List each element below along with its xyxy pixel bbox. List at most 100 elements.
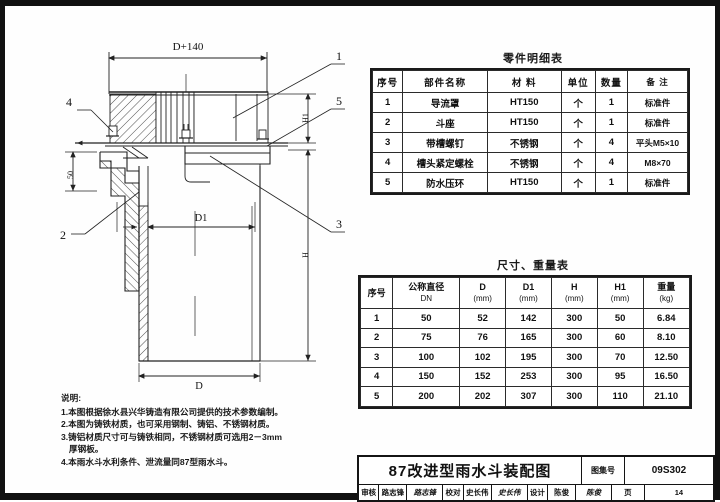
dims-cell-dn: 100 (392, 347, 461, 368)
dims-cell-h: 300 (550, 327, 598, 348)
dims-cell-no: 4 (359, 366, 394, 387)
dims-header-dn: 公称直径 DN (392, 277, 461, 309)
dims-cell-d: 52 (459, 308, 507, 329)
dims-cell-h1: 110 (596, 386, 644, 407)
design-name: 陈俊 (548, 485, 577, 500)
design-role-label: 设计 (528, 485, 549, 500)
table-row: 3 带槽螺钉 不锈钢 个 4 平头M5×10 (371, 132, 688, 153)
table-row: 5 防水压环 HT150 个 1 标准件 (371, 172, 688, 193)
dims-cell-no: 1 (359, 308, 394, 329)
parts-header-no: 序号 (371, 70, 404, 93)
dims-cell-h1: 95 (596, 366, 644, 387)
parts-cell-no: 1 (371, 92, 404, 113)
notes-heading: 说明: (61, 393, 82, 403)
parts-cell-name: 斗座 (402, 112, 488, 133)
dims-cell-h: 300 (550, 386, 598, 407)
parts-cell-remark: 标准件 (627, 112, 688, 133)
parts-cell-no: 3 (371, 132, 404, 153)
parts-cell-unit: 个 (560, 92, 596, 113)
dims-cell-d: 202 (459, 386, 507, 407)
parts-cell-qty: 1 (594, 112, 629, 133)
dims-cell-dn: 50 (392, 308, 461, 329)
parts-table-frame: 序号 部件名称 材 料 单位 数量 备 注 1 导流罩 HT150 个 1 标准… (370, 68, 690, 195)
parts-cell-unit: 个 (560, 172, 596, 193)
parts-cell-mat: 不锈钢 (486, 152, 562, 173)
title-block-signature-row: 审核 路志锋 路志锋 校对 史长伟 史长伟 设计 陈俊 陈俊 页 14 (359, 484, 713, 500)
check-role-label: 校对 (443, 485, 464, 500)
parts-cell-qty: 1 (594, 92, 629, 113)
dims-cell-dn: 75 (392, 327, 461, 348)
dims-cell-weight: 21.10 (642, 386, 691, 407)
parts-header-name: 部件名称 (402, 70, 488, 93)
dims-cell-d1: 142 (505, 308, 552, 329)
dim-label-d1: D1 (195, 213, 208, 224)
table-row: 3 100 102 195 300 70 12.50 (359, 347, 691, 368)
dims-cell-no: 5 (359, 386, 394, 407)
parts-cell-no: 5 (371, 172, 404, 193)
dims-header-weight: 重量 (kg) (642, 277, 691, 309)
parts-cell-mat: HT150 (486, 172, 562, 193)
parts-cell-no: 4 (371, 152, 404, 173)
dims-cell-h: 300 (550, 308, 598, 329)
dimension-d-plus-140 (108, 52, 268, 94)
note-item-4: 4.本雨水斗水利条件、泄流量同87型雨水斗。 (61, 456, 233, 467)
dims-cell-d1: 165 (505, 327, 552, 348)
page-number: 14 (674, 488, 684, 497)
parts-header-material: 材 料 (486, 70, 562, 93)
parts-cell-qty: 1 (594, 172, 629, 193)
table-row: 5 200 202 307 300 110 21.10 (359, 386, 691, 407)
parts-table: 序号 部件名称 材 料 单位 数量 备 注 1 导流罩 HT150 个 1 标准… (371, 70, 688, 193)
parts-cell-unit: 个 (560, 112, 596, 133)
dims-cell-d: 102 (459, 347, 507, 368)
design-signature: 陈俊 (576, 485, 613, 500)
table-row: 4 150 152 253 300 95 16.50 (359, 366, 691, 387)
title-block: 87改进型雨水斗装配图 图集号 09S302 审核 路志锋 路志锋 校对 史长伟… (357, 455, 715, 502)
parts-header-qty: 数量 (594, 70, 629, 93)
dims-cell-h: 300 (550, 366, 598, 387)
dims-table: 序号 公称直径 DN D (mm) D1 (mm) H (mm) H1 (359, 277, 691, 407)
dims-cell-h1: 70 (596, 347, 644, 368)
dims-header-no: 序号 (359, 277, 394, 309)
parts-cell-qty: 4 (594, 152, 629, 173)
parts-cell-unit: 个 (560, 132, 596, 153)
dimension-d (138, 363, 261, 382)
note-item-2: 2.本图为铸铁材质，也可采用钢制、铸铝、不锈钢材质。 (61, 419, 275, 430)
dims-header-h: H (mm) (550, 277, 598, 309)
table-header-row: 序号 部件名称 材 料 单位 数量 备 注 (371, 70, 688, 93)
parts-cell-remark: M8×70 (627, 152, 688, 173)
table-header-row: 序号 公称直径 DN D (mm) D1 (mm) H (mm) H1 (359, 277, 691, 309)
dim-label-h: H (301, 252, 310, 258)
parts-cell-mat: 不锈钢 (486, 132, 562, 153)
parts-header-remark: 备 注 (627, 70, 688, 93)
parts-cell-mat: HT150 (486, 112, 562, 133)
dims-header-d1: D1 (mm) (505, 277, 552, 309)
table-row: 1 50 52 142 300 50 6.84 (359, 308, 691, 329)
parts-cell-no: 2 (371, 112, 404, 133)
parts-cell-qty: 4 (594, 132, 629, 153)
parts-cell-name: 导流罩 (402, 92, 488, 113)
dim-label-h1: H1 (301, 113, 310, 123)
dimension-h (260, 149, 316, 362)
dims-cell-weight: 6.84 (642, 308, 691, 329)
parts-cell-remark: 标准件 (627, 172, 688, 193)
dims-cell-d1: 195 (505, 347, 552, 368)
dims-cell-weight: 16.50 (642, 366, 691, 387)
assembly-drawing: D+140 D1 D H1 H 50 1 5 3 4 2 (5, 6, 345, 493)
callout-label-4: 4 (66, 95, 72, 109)
dims-cell-h: 300 (550, 347, 598, 368)
table-row: 2 斗座 HT150 个 1 标准件 (371, 112, 688, 133)
dimension-50 (65, 151, 97, 192)
table-row: 4 槽头紧定螺栓 不锈钢 个 4 M8×70 (371, 152, 688, 173)
review-name: 路志锋 (379, 485, 408, 500)
review-role-label: 审核 (359, 485, 380, 500)
dims-cell-weight: 8.10 (642, 327, 691, 348)
dim-label-d: D (195, 381, 203, 392)
parts-cell-remark: 标准件 (627, 92, 688, 113)
dims-cell-no: 3 (359, 347, 394, 368)
review-signature: 路志锋 (407, 485, 444, 500)
dims-table-title: 尺寸、重量表 (497, 260, 569, 272)
dims-table-frame: 序号 公称直径 DN D (mm) D1 (mm) H (mm) H1 (358, 275, 692, 409)
atlas-number-label: 图集号 (582, 457, 625, 484)
dims-cell-dn: 150 (392, 366, 461, 387)
dims-cell-no: 2 (359, 327, 394, 348)
